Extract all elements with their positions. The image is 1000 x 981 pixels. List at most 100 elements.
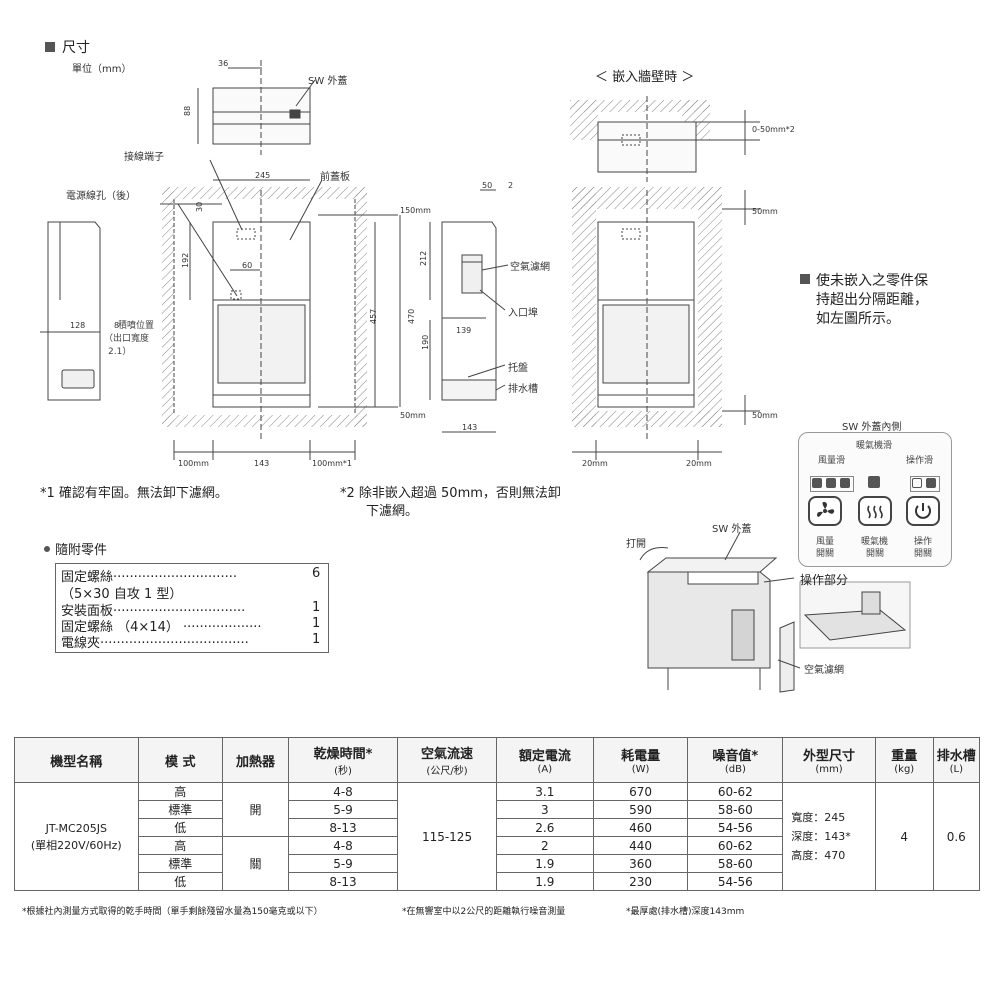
cell-weight: 4 [874, 782, 934, 891]
cell-heater-off: 關 [222, 836, 289, 891]
heat-btn-label-2: 開關 [866, 549, 885, 559]
side-note-3: 如左圖所示。 [816, 311, 900, 327]
cell-mode: 標準 [137, 854, 224, 873]
op-slide-switch[interactable] [910, 476, 940, 492]
fan-icon [817, 501, 835, 517]
cell-noise: 54-56 [687, 872, 784, 891]
spec-header-row: 機型名稱 模 式 加熱器 乾燥時間*(秒) 空氣流速(公尺/秒) 額定電流(A)… [14, 737, 981, 783]
part-item-1b: （5×30 自攻 1 型） [61, 587, 183, 602]
dim-2: 2 [508, 181, 513, 190]
table-row: JT-MC205JS(單相220V/60Hz) 高 開 4-8 115-125 … [14, 782, 981, 891]
heater-icon [867, 505, 883, 519]
table-row: 低 8-13 2.6 460 54-56 [15, 818, 980, 837]
label-air-filter-2: 空氣濾網 [804, 665, 844, 676]
dim-100mm-left: 100mm [178, 459, 209, 468]
heat-slide-switch[interactable] [868, 476, 880, 488]
footnote-2-line1: *2 除非嵌入超過 50mm，否則無法卸 [340, 486, 561, 501]
label-op-slide: 操作滑 [906, 456, 934, 466]
parts-box [55, 563, 329, 653]
cell-power: 360 [592, 854, 689, 873]
th-drain: 排水槽(L) [932, 737, 981, 783]
op-btn-label-2: 開關 [914, 549, 933, 559]
dim-60: 60 [242, 261, 252, 270]
fan-slide-knob-3 [840, 478, 850, 488]
side-note-2: 持超出分隔距離， [816, 292, 928, 308]
label-inlet: 入口埠 [508, 308, 538, 319]
cell-current: 3.1 [495, 782, 594, 801]
heat-btn-label-1: 暖氣機 [861, 537, 889, 547]
cell-model: JT-MC205JS(單相220V/60Hz) [14, 782, 139, 891]
part-item-2: 安裝面板································ [61, 604, 246, 619]
label-pos-2: （出口寬度 [104, 334, 150, 344]
label-air-filter: 空氣濾網 [510, 262, 550, 273]
th-model: 機型名稱 [14, 737, 139, 783]
label-fan-slide: 風量滑 [818, 456, 846, 466]
th-mode: 模 式 [137, 737, 224, 783]
cell-airflow: 115-125 [397, 782, 497, 891]
op-slide-knob-2 [926, 478, 936, 488]
label-op-part: 操作部分 [800, 573, 849, 587]
cell-power: 440 [592, 836, 689, 855]
power-button[interactable] [906, 496, 940, 526]
cell-noise: 60-62 [687, 782, 784, 801]
cell-mode: 低 [137, 872, 224, 891]
unit-label: 單位（mm） [72, 64, 132, 75]
table-row: 標準 5-9 1.9 360 58-60 [15, 854, 980, 873]
sw-panel-title: SW 外蓋內側 [842, 422, 902, 433]
cell-current: 1.9 [495, 854, 594, 873]
fan-button[interactable] [808, 496, 842, 526]
th-noise: 噪音值*(dB) [687, 737, 784, 783]
dim-8: 8 [114, 321, 119, 330]
part-qty-3: 1 [312, 616, 321, 631]
op-slide-knob-1 [912, 478, 922, 488]
th-size: 外型尺寸(mm) [782, 737, 876, 783]
dim-100mm-right: 100mm*1 [312, 459, 352, 468]
power-icon [915, 503, 931, 519]
cell-time: 8-13 [287, 818, 399, 837]
dim-30: 30 [195, 202, 204, 212]
cell-power: 460 [592, 818, 689, 837]
footnote-1: *1 確認有牢固。無法卸下濾網。 [40, 486, 228, 501]
label-sw-cover: SW 外蓋 [308, 76, 348, 87]
part-item-1: 固定螺絲······························ [61, 570, 237, 585]
label-tray: 托盤 [508, 363, 528, 374]
part-qty-1: 6 [312, 566, 321, 581]
fan-slide-switch[interactable] [810, 476, 854, 492]
label-terminal: 接線端子 [124, 152, 164, 163]
dim-36: 36 [218, 59, 228, 68]
parts-title: 隨附零件 [55, 543, 108, 558]
label-heat-slide: 暖氣機滑 [856, 441, 893, 451]
cell-current: 2.6 [495, 818, 594, 837]
th-weight: 重量(kg) [874, 737, 934, 783]
embed-title: ＜ 嵌入牆壁時 ＞ [595, 70, 695, 85]
cell-heater-on: 開 [222, 782, 289, 837]
fan-slide-knob-2 [826, 478, 836, 488]
fan-btn-label-1: 風量 [816, 537, 835, 547]
heater-button[interactable] [858, 496, 892, 526]
label-sw-cover-2: SW 外蓋 [712, 524, 752, 535]
side-note-1: 使未嵌入之零件保 [816, 273, 928, 289]
label-open: 打開 [626, 539, 646, 550]
dim-0-50mm: 0-50mm*2 [752, 125, 795, 134]
dim-50: 50 [482, 181, 492, 190]
cell-time: 4-8 [287, 836, 399, 855]
dim-139: 139 [456, 326, 471, 335]
cell-time: 4-8 [287, 782, 399, 801]
cell-time: 8-13 [287, 872, 399, 891]
dim-50mm-bottom: 50mm [400, 411, 426, 420]
th-heater: 加熱器 [222, 737, 289, 783]
table-row: 高 關 4-8 2 440 60-62 [15, 836, 980, 891]
cell-power: 590 [592, 800, 689, 819]
table-row: 標準 5-9 3 590 58-60 [15, 800, 980, 819]
table-row: 低 8-13 1.9 230 54-56 [15, 872, 980, 891]
bullet-icon [44, 546, 50, 552]
dim-88: 88 [183, 106, 192, 116]
dim-150mm: 150mm [400, 206, 431, 215]
note-noise: *在無響室中以2公尺的距離執行噪音測量 [402, 907, 566, 917]
spec-table: 機型名稱 模 式 加熱器 乾燥時間*(秒) 空氣流速(公尺/秒) 額定電流(A)… [14, 737, 981, 891]
label-pos-3: 2.1） [108, 347, 132, 357]
part-qty-2: 1 [312, 600, 321, 615]
dim-212: 212 [419, 251, 428, 266]
cell-mode: 高 [137, 836, 224, 855]
cell-power: 230 [592, 872, 689, 891]
